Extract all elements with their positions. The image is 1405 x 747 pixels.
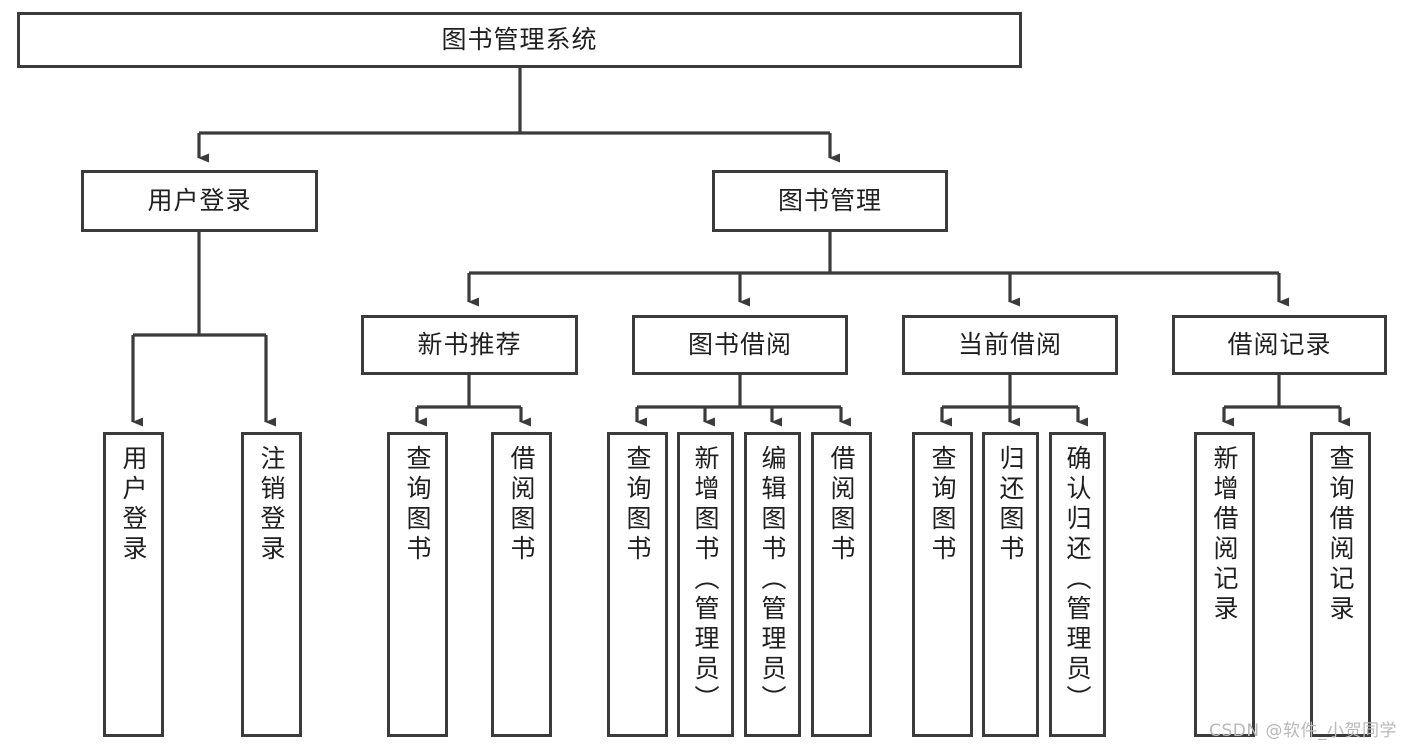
node-root-label: 图书管理系统 xyxy=(441,25,598,54)
leaf-query-book-2-label: 查询图书 xyxy=(623,445,652,565)
leaf-edit-book[interactable]: 编辑图书（管理员） xyxy=(744,432,801,737)
leaf-query-book-3[interactable]: 查询图书 xyxy=(912,432,973,737)
leaf-return-book-label: 归还图书 xyxy=(996,445,1025,565)
leaf-borrow-book-2-label: 借阅图书 xyxy=(827,445,856,565)
node-user-login[interactable]: 用户登录 xyxy=(81,170,318,232)
node-borrow-record-label: 借阅记录 xyxy=(1227,330,1332,359)
leaf-confirm-return-label: 确认归还（管理员） xyxy=(1063,445,1092,715)
leaf-query-book-3-label: 查询图书 xyxy=(928,445,957,565)
leaf-query-book-2[interactable]: 查询图书 xyxy=(607,432,668,737)
node-borrow-record[interactable]: 借阅记录 xyxy=(1172,315,1387,375)
leaf-query-book-1-label: 查询图书 xyxy=(403,445,432,565)
node-book-manage[interactable]: 图书管理 xyxy=(712,170,948,232)
leaf-add-book-label: 新增图书（管理员） xyxy=(691,445,720,715)
leaf-query-record[interactable]: 查询借阅记录 xyxy=(1310,432,1371,737)
leaf-add-book[interactable]: 新增图书（管理员） xyxy=(677,432,734,737)
watermark: CSDN @软件_小贺同学 xyxy=(1209,721,1397,741)
node-current-borrow-label: 当前借阅 xyxy=(957,330,1062,359)
node-new-book-recommend-label: 新书推荐 xyxy=(417,330,522,359)
leaf-add-record-label: 新增借阅记录 xyxy=(1210,445,1239,625)
node-new-book-recommend[interactable]: 新书推荐 xyxy=(361,315,578,375)
leaf-borrow-book-2[interactable]: 借阅图书 xyxy=(811,432,872,737)
node-user-login-label: 用户登录 xyxy=(147,186,252,215)
leaf-user-login[interactable]: 用户登录 xyxy=(103,432,164,737)
leaf-borrow-book-1-label: 借阅图书 xyxy=(507,445,536,565)
node-book-borrow-label: 图书借阅 xyxy=(687,330,792,359)
leaf-logout[interactable]: 注销登录 xyxy=(241,432,302,737)
node-root[interactable]: 图书管理系统 xyxy=(17,12,1022,68)
leaf-return-book[interactable]: 归还图书 xyxy=(982,432,1039,737)
leaf-add-record[interactable]: 新增借阅记录 xyxy=(1194,432,1255,737)
leaf-user-login-label: 用户登录 xyxy=(119,445,148,565)
leaf-edit-book-label: 编辑图书（管理员） xyxy=(758,445,787,715)
node-book-borrow[interactable]: 图书借阅 xyxy=(632,315,848,375)
leaf-borrow-book-1[interactable]: 借阅图书 xyxy=(491,432,552,737)
leaf-query-book-1[interactable]: 查询图书 xyxy=(387,432,448,737)
leaf-logout-label: 注销登录 xyxy=(257,445,286,565)
leaf-confirm-return[interactable]: 确认归还（管理员） xyxy=(1049,432,1106,737)
node-current-borrow[interactable]: 当前借阅 xyxy=(902,315,1118,375)
node-book-manage-label: 图书管理 xyxy=(777,186,882,215)
leaf-query-record-label: 查询借阅记录 xyxy=(1326,445,1355,625)
